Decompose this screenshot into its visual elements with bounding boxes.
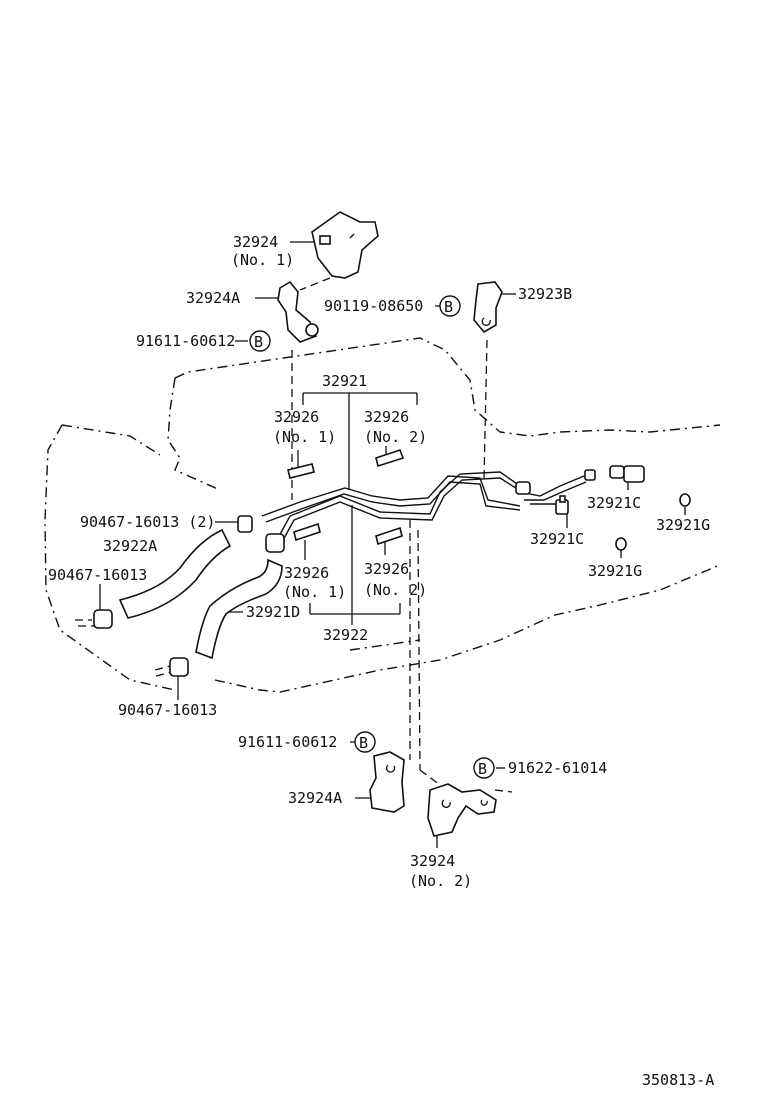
label-32926-d-sub: (No. 2) — [364, 581, 427, 599]
label-32924A-top: 32924A — [186, 289, 240, 307]
clamp-left — [93, 609, 113, 629]
label-32922: 32922 — [323, 626, 368, 644]
label-32921G-b: 32921G — [588, 562, 642, 580]
label-32921: 32921 — [322, 372, 367, 390]
label-32923B: 32923B — [518, 285, 572, 303]
hose-32922A — [118, 528, 232, 619]
label-32926-c-sub: (No. 1) — [283, 583, 346, 601]
sleeve-32926-d — [375, 526, 403, 546]
fitting-32921C-b — [584, 465, 645, 483]
clamp-bottom — [169, 657, 189, 677]
bracket-32924-no2 — [427, 783, 497, 837]
bracket-32924-no1 — [311, 211, 379, 279]
clamp-top — [237, 515, 285, 553]
label-91611-bottom: 91611-60612 — [238, 733, 337, 751]
label-32924-no2-sub: (No. 2) — [409, 872, 472, 890]
o-ring-32921G-a — [679, 493, 691, 507]
sleeve-32926-a — [287, 463, 315, 479]
label-32921C-a: 32921C — [587, 494, 641, 512]
label-90467-bottom: 90467-16013 — [118, 701, 217, 719]
b-marker-label-4: B — [478, 760, 487, 778]
label-32926-b: 32926 — [364, 408, 409, 426]
label-32926-d: 32926 — [364, 560, 409, 578]
diagram-code: 350813-A — [642, 1071, 714, 1089]
label-90467-left: 90467-16013 — [48, 566, 147, 584]
bracket-32923B — [473, 281, 503, 334]
label-32921C-b: 32921C — [530, 530, 584, 548]
hose-32921D — [195, 558, 283, 660]
label-32926-a-sub: (No. 1) — [273, 428, 336, 446]
label-32924-no1-sub: (No. 1) — [231, 251, 294, 269]
cooler-pipes — [261, 471, 587, 543]
fitting-32921C-a — [555, 495, 569, 515]
b-marker-bottom-left: B — [354, 731, 376, 753]
b-marker-top-left: B — [249, 330, 271, 352]
label-32926-a: 32926 — [274, 408, 319, 426]
label-32926-c: 32926 — [284, 564, 329, 582]
sleeve-32926-b — [375, 448, 405, 468]
fitting-pipe-end — [515, 481, 531, 495]
b-marker-top-right: B — [439, 295, 461, 317]
transmission-outline — [44, 337, 721, 693]
b-marker-label-3: B — [359, 734, 368, 752]
o-ring-32921G-b — [615, 537, 627, 551]
label-91622: 91622-61014 — [508, 759, 607, 777]
sleeve-32926-c — [293, 522, 321, 542]
label-32921G-a: 32921G — [656, 516, 710, 534]
label-32924A-bottom: 32924A — [288, 789, 342, 807]
label-32924-no2: 32924 — [410, 852, 455, 870]
b-marker-label-1: B — [254, 333, 263, 351]
label-32926-b-sub: (No. 2) — [364, 428, 427, 446]
b-marker-label-2: B — [444, 298, 453, 316]
bracket-32924A-bottom — [369, 751, 405, 813]
bracket-32924A-top — [277, 280, 319, 343]
label-90119: 90119-08650 — [324, 297, 423, 315]
label-90467-2: 90467-16013 (2) — [80, 513, 215, 531]
label-91611-top: 91611-60612 — [136, 332, 235, 350]
b-marker-bottom-right: B — [473, 757, 495, 779]
label-32921D: 32921D — [246, 603, 300, 621]
label-32924-no1: 32924 — [233, 233, 278, 251]
label-32922A: 32922A — [103, 537, 157, 555]
part-labels: 32924 (No. 1) 32924A 91611-60612 90119-0… — [48, 233, 714, 1089]
